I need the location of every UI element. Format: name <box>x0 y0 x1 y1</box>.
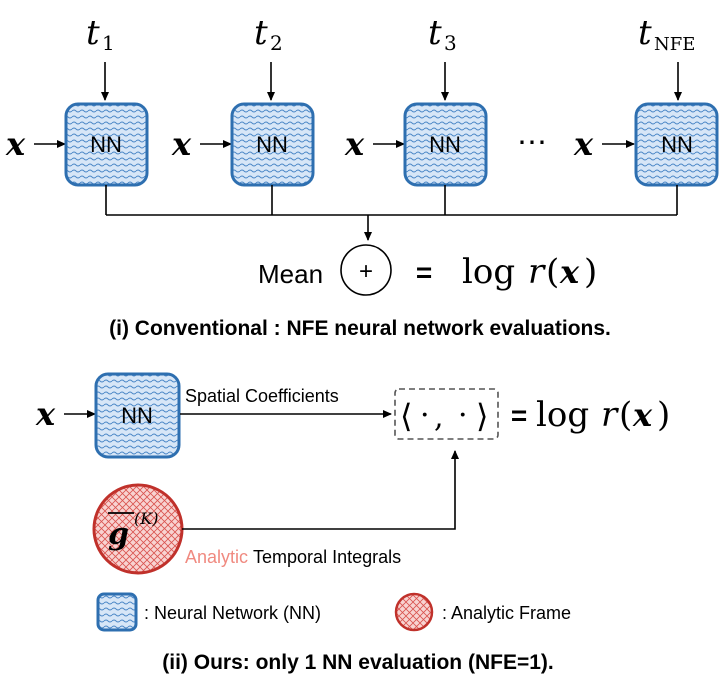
svg-text:x: x <box>559 253 580 291</box>
inner-product-symbol: ⟨ · , · ⟩ <box>400 397 488 435</box>
equals-sign: = <box>511 400 527 431</box>
mean-label: Mean <box>258 259 323 289</box>
svg-text:): ) <box>657 395 670 435</box>
g-symbol: g <box>108 517 129 552</box>
svg-text:⟩: ⟩ <box>476 397 488 435</box>
spatial-coefficients-label: Spatial Coefficients <box>185 386 339 406</box>
t-symbol: t <box>86 13 100 53</box>
g-superscript: (K) <box>134 509 158 528</box>
inner-product-box <box>394 388 499 440</box>
legend-nn-label: : Neural Network (NN) <box>144 603 321 623</box>
t-subscript: 2 <box>270 31 283 55</box>
nn-box <box>94 372 181 459</box>
svg-text:x: x <box>632 396 653 434</box>
log-r-x-expression: log r ( x ) <box>462 252 597 292</box>
caption-conventional: (i) Conventional : NFE neural network ev… <box>109 317 611 340</box>
x-symbol: x <box>5 125 26 163</box>
legend-nn-swatch <box>96 592 138 632</box>
legend-analytic-swatch <box>394 592 434 632</box>
log-r-x-expression: log r ( x ) <box>536 395 670 435</box>
caption-ours: (ii) Ours: only 1 NN evaluation (NFE=1). <box>162 651 553 674</box>
t-subscript: 1 <box>102 31 115 55</box>
x-symbol: x <box>171 125 192 163</box>
t-subscript: NFE <box>654 34 695 55</box>
svg-text:(: ( <box>619 395 632 435</box>
svg-text:log: log <box>462 252 515 292</box>
ellipsis: ⋯ <box>517 125 547 160</box>
svg-text:log: log <box>536 395 589 435</box>
svg-text:·: · <box>458 398 468 433</box>
t-symbol: t <box>254 13 268 53</box>
legend-analytic-label: : Analytic Frame <box>442 603 571 623</box>
svg-text:(: ( <box>546 252 559 292</box>
t-subscript: 3 <box>444 31 457 55</box>
nn-column-3: t 3 x NN <box>344 13 488 187</box>
nn-label: NN <box>661 132 693 157</box>
svg-text:): ) <box>584 252 597 292</box>
sum-node <box>340 244 392 296</box>
equals-sign: = <box>416 257 432 288</box>
nn-column-2: t 2 x NN <box>171 13 315 187</box>
x-symbol: x <box>35 395 56 433</box>
nn-label: NN <box>429 132 461 157</box>
svg-text:r: r <box>528 252 546 292</box>
nn-label: NN <box>90 132 122 157</box>
legend: : Neural Network (NN) : Analytic Frame <box>96 592 571 632</box>
nn-label: NN <box>256 132 288 157</box>
svg-text:r: r <box>601 395 619 435</box>
svg-text:⟨: ⟨ <box>400 397 412 435</box>
t-symbol: t <box>638 13 652 53</box>
plus-symbol: + <box>359 258 373 285</box>
t-symbol: t <box>428 13 442 53</box>
x-symbol: x <box>573 125 594 163</box>
nn-label: NN <box>121 403 153 428</box>
svg-text:,: , <box>434 400 444 435</box>
aggregation-lines <box>105 185 678 241</box>
x-symbol: x <box>344 125 365 163</box>
nn-column-1: t 1 x NN <box>5 13 149 187</box>
svg-text:·: · <box>420 398 430 433</box>
temporal-arrow <box>182 450 459 530</box>
nn-column-nfe: t NFE x NN <box>573 13 719 187</box>
